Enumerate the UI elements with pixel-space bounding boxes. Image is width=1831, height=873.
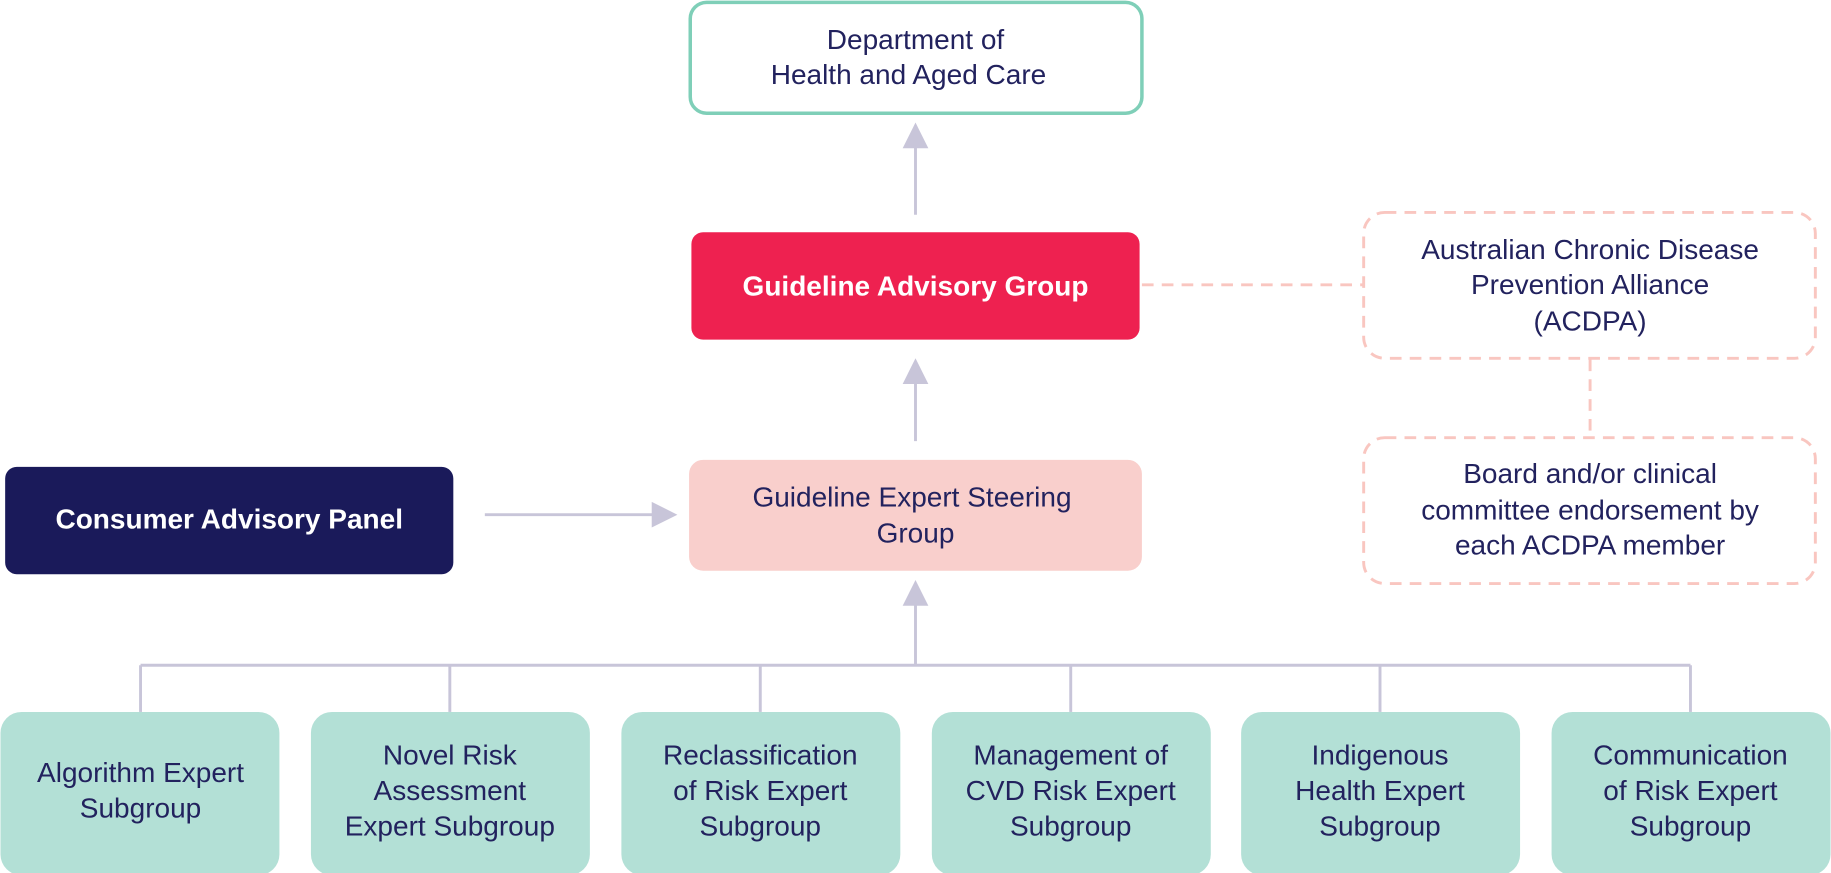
arrowheads <box>651 122 929 606</box>
node-label: Subgroup <box>700 811 821 842</box>
arrowhead-right-icon <box>651 501 678 528</box>
node-label: Group <box>877 518 955 549</box>
node-label: each ACDPA member <box>1455 529 1725 560</box>
node-label: Indigenous <box>1312 739 1449 770</box>
node-label: Board and/or clinical <box>1463 458 1717 489</box>
node-label: Subgroup <box>1630 811 1751 842</box>
node-label: Communication <box>1593 739 1788 770</box>
node-label: Health Expert <box>1295 775 1465 806</box>
arrowhead-up-icon <box>902 122 929 149</box>
node-label: Guideline Advisory Group <box>743 270 1089 301</box>
connectors <box>139 140 1692 712</box>
node-label: Expert Subgroup <box>345 811 555 842</box>
node-label: (ACDPA) <box>1534 305 1647 336</box>
node-label: Reclassification <box>663 739 858 770</box>
node-label: Consumer Advisory Panel <box>55 504 403 535</box>
node-label: of Risk Expert <box>673 775 847 806</box>
node-label: Management of <box>973 739 1168 770</box>
node-label: Health and Aged Care <box>771 59 1047 90</box>
node-label: committee endorsement by <box>1421 494 1759 525</box>
node-label: Guideline Expert Steering <box>752 482 1071 513</box>
node-label: CVD Risk Expert <box>966 775 1176 806</box>
node-acdpa[interactable]: Australian Chronic Disease Prevention Al… <box>1362 210 1817 360</box>
node-guideline-advisory-group[interactable]: Guideline Advisory Group <box>691 232 1140 340</box>
node-label: Australian Chronic Disease <box>1421 234 1759 265</box>
node-label: Algorithm Expert <box>37 757 244 788</box>
node-label: Prevention Alliance <box>1471 269 1709 300</box>
node-guideline-expert-steering-group[interactable]: Guideline Expert Steering Group <box>689 459 1142 571</box>
node-label: Department of <box>827 24 1005 55</box>
node-label: Assessment <box>374 775 527 806</box>
node-label: Subgroup <box>80 793 201 824</box>
node-consumer-advisory-panel[interactable]: Consumer Advisory Panel <box>5 466 454 575</box>
node-label: of Risk Expert <box>1603 775 1777 806</box>
node-board-endorsement[interactable]: Board and/or clinical committee endorsem… <box>1362 436 1817 586</box>
node-label: Novel Risk <box>383 739 518 770</box>
node-label: Subgroup <box>1010 811 1131 842</box>
node-label: Subgroup <box>1319 811 1440 842</box>
arrowhead-up-icon <box>902 580 929 606</box>
node-department[interactable]: Department of Health and Aged Care <box>688 0 1144 115</box>
arrowhead-up-icon <box>902 358 929 384</box>
